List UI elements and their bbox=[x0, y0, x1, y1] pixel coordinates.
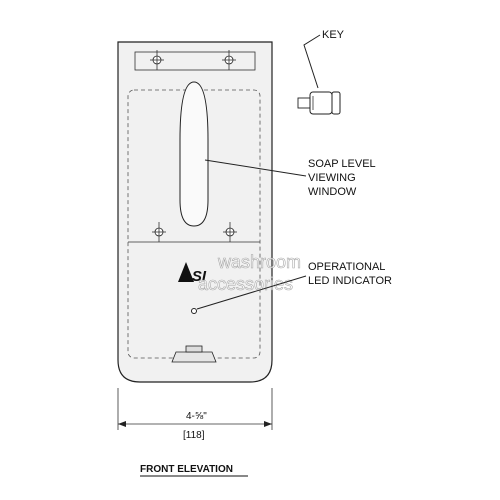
mounting-keyhole-top-right bbox=[222, 50, 236, 70]
width-dimension bbox=[117, 388, 273, 430]
width-dimension-metric: [118] bbox=[183, 430, 205, 441]
key-callout-label: KEY bbox=[322, 29, 345, 41]
mounting-keyhole-mid-right bbox=[223, 222, 237, 242]
svg-text:ASI: ASI bbox=[180, 268, 207, 285]
key-leader-line bbox=[303, 34, 321, 89]
soap-nozzle bbox=[171, 345, 217, 363]
soap-level-window bbox=[179, 81, 209, 227]
led-callout-line2: LED INDICATOR bbox=[308, 275, 392, 287]
width-dimension-imperial: 4-⅝" bbox=[186, 411, 207, 422]
soap-level-callout-line1: SOAP LEVEL bbox=[308, 158, 376, 170]
led-indicator bbox=[191, 308, 197, 314]
watermark-washroom: washroom bbox=[217, 252, 301, 272]
key bbox=[297, 91, 341, 115]
watermark-accessories: accessories bbox=[198, 274, 293, 294]
soap-level-callout-line2: VIEWING bbox=[308, 172, 356, 184]
mounting-keyhole-mid-left bbox=[152, 222, 166, 242]
asi-logo: ASI bbox=[178, 262, 207, 285]
mounting-keyhole-top-left bbox=[150, 50, 164, 70]
top-recess bbox=[134, 51, 256, 71]
soap-level-leader-line bbox=[204, 159, 307, 177]
led-leader-line bbox=[196, 275, 307, 310]
view-title: FRONT ELEVATION bbox=[140, 464, 233, 475]
soap-level-callout-line3: WINDOW bbox=[308, 186, 357, 198]
led-callout-line1: OPERATIONAL bbox=[308, 261, 385, 273]
